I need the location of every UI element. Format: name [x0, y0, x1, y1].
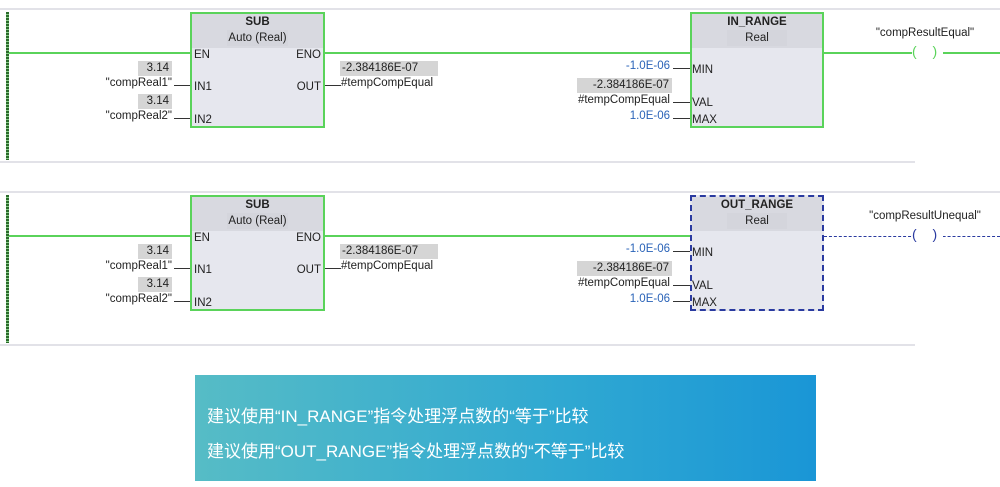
- pin-eno: ENO: [296, 49, 321, 61]
- block-type-selector[interactable]: Auto (Real): [227, 213, 288, 229]
- pin-out: OUT: [296, 81, 321, 93]
- in1-operand[interactable]: "compReal1": [105, 77, 172, 89]
- coil[interactable]: ( ): [912, 226, 944, 242]
- pin-in1: IN1: [194, 264, 212, 276]
- sub-block[interactable]: SUB Auto (Real) EN ENO IN1 OUT IN2: [190, 12, 325, 128]
- min-wire: [673, 68, 690, 69]
- pin-in2: IN2: [194, 114, 212, 126]
- max-operand[interactable]: 1.0E-06: [629, 293, 670, 305]
- out-operand[interactable]: #tempCompEqual: [341, 260, 434, 272]
- out-wire: [325, 268, 341, 269]
- out-monitor-value: -2.384186E-07: [340, 61, 438, 76]
- pin-in2: IN2: [194, 297, 212, 309]
- in1-operand[interactable]: "compReal1": [105, 260, 172, 272]
- eno-wire: [325, 52, 690, 54]
- in1-monitor-value: 3.14: [138, 244, 172, 259]
- out-monitor-value: -2.384186E-07: [340, 244, 438, 259]
- val-monitor-value: -2.384186E-07: [577, 78, 672, 93]
- min-wire: [673, 251, 690, 252]
- coil-operand[interactable]: "compResultEqual": [875, 27, 975, 39]
- pin-eno: ENO: [296, 232, 321, 244]
- coil-operand[interactable]: "compResultUnequal": [869, 210, 981, 222]
- block-title: IN_RANGE: [727, 16, 787, 28]
- pin-min: MIN: [692, 247, 714, 259]
- block-type-selector[interactable]: Real: [727, 30, 787, 46]
- in2-operand[interactable]: "compReal2": [105, 293, 172, 305]
- pin-max: MAX: [692, 297, 717, 309]
- pin-in1: IN1: [194, 81, 212, 93]
- max-operand[interactable]: 1.0E-06: [629, 110, 670, 122]
- pin-max: MAX: [692, 114, 717, 126]
- in1-wire: [174, 85, 190, 86]
- network-1: SUB Auto (Real) EN ENO IN1 OUT IN2 3.14 …: [0, 8, 1000, 165]
- compare-block[interactable]: IN_RANGE Real MIN VAL MAX: [690, 12, 824, 128]
- banner-line-1: 建议使用“IN_RANGE”指令处理浮点数的“等于”比较: [207, 407, 589, 426]
- pin-out: OUT: [296, 264, 321, 276]
- out-wire: [325, 85, 341, 86]
- max-wire: [673, 301, 690, 302]
- out-operand[interactable]: #tempCompEqual: [341, 77, 434, 89]
- min-operand[interactable]: -1.0E-06: [625, 243, 670, 255]
- pin-val: VAL: [692, 280, 713, 292]
- network-divider: [0, 161, 915, 163]
- pin-en: EN: [194, 49, 210, 61]
- val-operand[interactable]: #tempCompEqual: [577, 94, 670, 106]
- eno-wire: [325, 235, 690, 237]
- block-title: SUB: [245, 16, 270, 28]
- compare-block[interactable]: OUT_RANGE Real MIN VAL MAX: [690, 195, 824, 311]
- pin-en: EN: [194, 232, 210, 244]
- val-wire: [673, 102, 690, 103]
- coil[interactable]: ( ): [912, 43, 944, 59]
- block-type-selector[interactable]: Real: [727, 213, 787, 229]
- in2-monitor-value: 3.14: [138, 94, 172, 109]
- in2-monitor-value: 3.14: [138, 277, 172, 292]
- block-title: OUT_RANGE: [720, 199, 794, 211]
- pin-val: VAL: [692, 97, 713, 109]
- power-wire: [9, 52, 190, 54]
- power-rail: [6, 195, 9, 343]
- block-type-selector[interactable]: Auto (Real): [227, 30, 288, 46]
- pin-min: MIN: [692, 64, 714, 76]
- in1-wire: [174, 268, 190, 269]
- network-2: SUB Auto (Real) EN ENO IN1 OUT IN2 3.14 …: [0, 191, 1000, 348]
- val-operand[interactable]: #tempCompEqual: [577, 277, 670, 289]
- max-wire: [673, 118, 690, 119]
- in2-operand[interactable]: "compReal2": [105, 110, 172, 122]
- power-rail: [6, 12, 9, 160]
- banner-line-2: 建议使用“OUT_RANGE”指令处理浮点数的“不等于”比较: [207, 442, 625, 461]
- power-wire: [9, 235, 190, 237]
- in2-wire: [174, 118, 190, 119]
- val-wire: [673, 285, 690, 286]
- in2-wire: [174, 301, 190, 302]
- sub-block[interactable]: SUB Auto (Real) EN ENO IN1 OUT IN2: [190, 195, 325, 311]
- val-monitor-value: -2.384186E-07: [577, 261, 672, 276]
- caption-banner: 建议使用“IN_RANGE”指令处理浮点数的“等于”比较 建议使用“OUT_RA…: [195, 375, 816, 481]
- block-title: SUB: [245, 199, 270, 211]
- in1-monitor-value: 3.14: [138, 61, 172, 76]
- network-divider: [0, 344, 915, 346]
- min-operand[interactable]: -1.0E-06: [625, 60, 670, 72]
